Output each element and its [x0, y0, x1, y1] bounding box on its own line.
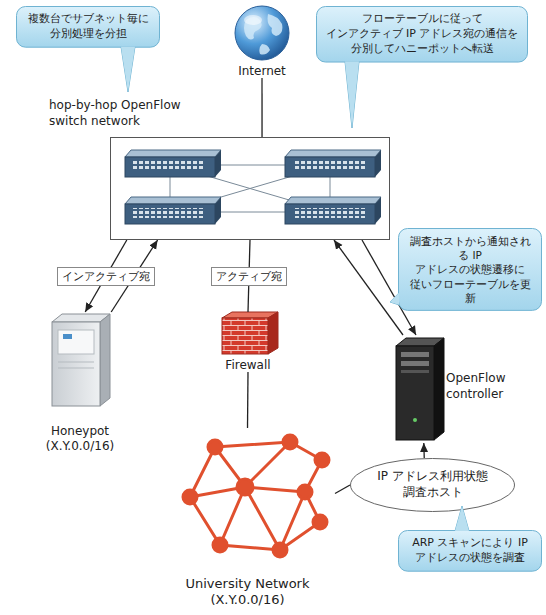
node-text: 調査ホストから通知される IP アドレスの状態遷移に 従いフローテーブルを更新 — [405, 234, 535, 305]
switch-icon — [285, 150, 381, 177]
node-text: Internet — [222, 64, 302, 78]
edge-label: アクティブ宛 — [211, 267, 287, 286]
internet-globe: Internet — [222, 4, 302, 78]
university-network: University Network (X.Y.0.0/16) — [160, 428, 335, 610]
callout-bubble: ARP スキャンにより IP アドレスの状態を調査 — [398, 530, 542, 572]
node-text: OpenFlow controller — [446, 371, 518, 402]
callout-bubble: 調査ホストから通知される IP アドレスの状態遷移に 従いフローテーブルを更新 — [398, 228, 542, 311]
connector — [335, 485, 350, 494]
node-text: IP アドレス利用状態 調査ホスト — [372, 469, 493, 500]
firewall-icon — [222, 312, 278, 354]
openflow-switches — [125, 150, 381, 224]
honeypot-server — [52, 314, 110, 406]
edge-label: インアクティブ宛 — [57, 267, 155, 286]
node-text: hop-by-hop OpenFlow switch network — [49, 98, 214, 129]
node-text: Firewall — [212, 358, 284, 372]
node-text: Honeypot (X.Y.0.0/16) — [28, 424, 132, 454]
switch-icon — [125, 197, 221, 224]
callout-bubble: フローテーブルに従って インアクティブ IP アドレス宛の通信を 分別してハニー… — [316, 6, 528, 63]
node-text: ARP スキャンにより IP アドレスの状態を調査 — [405, 536, 535, 566]
switch-network-box: hop-by-hop OpenFlow switch network — [110, 137, 390, 240]
connector — [423, 443, 425, 458]
switch-icon — [285, 197, 381, 224]
node-text: University Network (X.Y.0.0/16) — [160, 576, 335, 609]
university-network-graph — [183, 435, 329, 557]
node-text: フローテーブルに従って インアクティブ IP アドレス宛の通信を 分別してハニー… — [323, 12, 521, 57]
node-text: 複数台でサブネット毎に 分別処理を分担 — [23, 12, 153, 42]
controller-server — [396, 338, 444, 440]
connector — [334, 240, 403, 335]
openflow-controller: OpenFlow controller — [390, 335, 520, 443]
connector — [247, 372, 249, 428]
firewall: Firewall — [212, 312, 284, 372]
connector — [261, 78, 262, 137]
honeypot-server: Honeypot (X.Y.0.0/16) — [28, 312, 132, 454]
globe — [235, 6, 289, 60]
switch-icon — [125, 150, 221, 177]
survey-host-ellipse: IP アドレス利用状態 調査ホスト — [350, 458, 515, 512]
callout-bubble: 複数台でサブネット毎に 分別処理を分担 — [16, 6, 160, 48]
